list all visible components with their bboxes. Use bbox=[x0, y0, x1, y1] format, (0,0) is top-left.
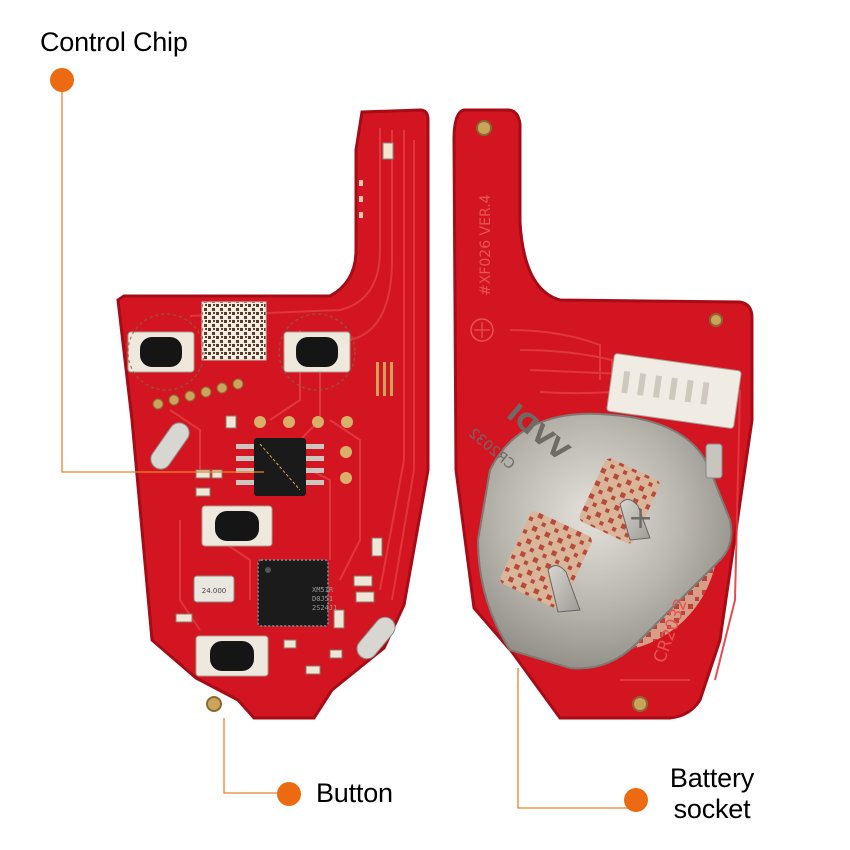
label-battery-socket-line1: Battery bbox=[669, 763, 755, 793]
crystal-oscillator: 24.000 bbox=[193, 575, 235, 603]
pad-row bbox=[152, 378, 244, 410]
callout-dot-battery bbox=[624, 788, 648, 812]
button-guide-circles bbox=[127, 313, 356, 391]
ribbon-connector bbox=[606, 353, 742, 429]
top-led bbox=[382, 142, 394, 160]
left-pcb-outline bbox=[116, 108, 430, 720]
right-pcb-board: #XF026 VER.4 bbox=[452, 108, 754, 720]
round-test-pads bbox=[254, 416, 353, 484]
qfn-text-3: 2S24J1 bbox=[312, 604, 337, 612]
tact-button-top-right bbox=[283, 331, 351, 373]
battery-plus: + bbox=[628, 501, 653, 536]
tact-button-top-left bbox=[127, 331, 195, 373]
right-silk-text: #XF026 VER.4 bbox=[478, 194, 494, 296]
crystal-text: 24.000 bbox=[202, 587, 227, 595]
rf-chip-qfn: XM51R D0J51 2S24J1 bbox=[257, 559, 337, 627]
callout-dot-control-chip bbox=[50, 68, 74, 92]
right-corner-pad bbox=[709, 313, 723, 327]
battery-side-tab bbox=[705, 443, 723, 479]
qr-label bbox=[201, 301, 267, 361]
qfn-text-2: D0J51 bbox=[312, 595, 333, 603]
crystal-can-right bbox=[356, 616, 396, 660]
label-button: Button bbox=[316, 778, 393, 808]
silk-logo bbox=[470, 318, 494, 342]
vertical-pad-strips bbox=[376, 362, 393, 396]
callout-line-battery bbox=[517, 668, 628, 809]
right-top-pad bbox=[476, 120, 492, 136]
crystal-can-left bbox=[150, 422, 190, 470]
smd-components bbox=[175, 415, 383, 675]
tact-button-middle bbox=[201, 505, 273, 547]
battery-socket: VVDI CR2032 + bbox=[465, 398, 733, 670]
callout-line-control-chip bbox=[61, 84, 264, 473]
qfn-text-1: XM51R bbox=[312, 586, 334, 594]
label-battery-socket: Battery socket bbox=[652, 763, 772, 825]
left-bottom-pad bbox=[206, 696, 222, 712]
callout-dot-button bbox=[277, 782, 301, 806]
callout-dots bbox=[50, 68, 648, 812]
label-control-chip: Control Chip bbox=[40, 27, 188, 57]
callout-lines bbox=[61, 84, 628, 809]
edge-notches bbox=[359, 180, 363, 218]
left-pcb-board: 24.000 XM51R D0J51 2S24J1 bbox=[116, 108, 430, 720]
right-bottom-pad bbox=[632, 696, 648, 712]
label-battery-socket-line2: socket bbox=[673, 794, 751, 824]
control-chip bbox=[236, 438, 324, 496]
tact-button-bottom bbox=[195, 635, 269, 677]
callout-line-button bbox=[223, 718, 282, 794]
